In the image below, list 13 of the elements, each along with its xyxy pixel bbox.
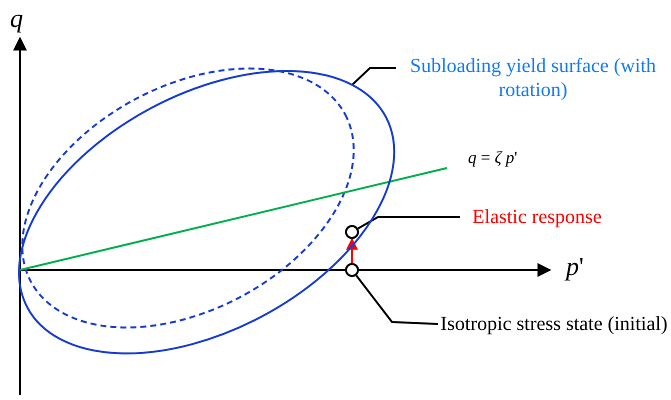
axis-label: q bbox=[10, 4, 23, 34]
stress-point bbox=[344, 224, 359, 239]
arrow bbox=[346, 238, 358, 263]
yield-surface-ellipse bbox=[17, 68, 397, 356]
equation-label: q = ζ p' bbox=[468, 147, 518, 168]
leader-line bbox=[356, 274, 438, 325]
axis-label: p' bbox=[566, 252, 584, 282]
leader-line bbox=[358, 216, 460, 230]
stress-point bbox=[344, 262, 359, 277]
callout-label: Elastic response bbox=[462, 205, 612, 229]
callout-label: Subloading yield surface (with rotation) bbox=[398, 54, 668, 102]
leader-line bbox=[352, 67, 396, 86]
callout-label: Isotropic stress state (initial) bbox=[440, 312, 668, 336]
